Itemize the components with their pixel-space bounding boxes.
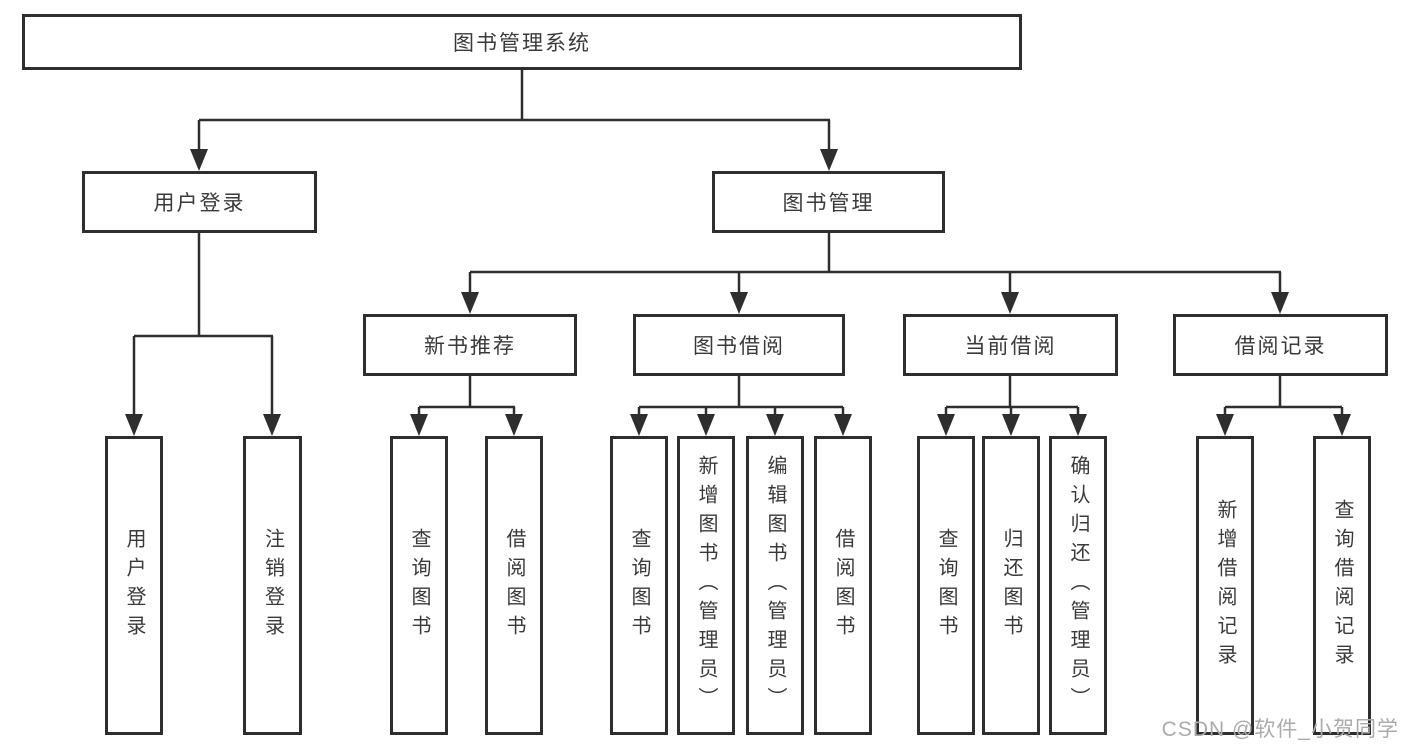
leaf-recommend-query-books: 查询图书 [390, 436, 448, 735]
node-borrow-records: 借阅记录 [1173, 314, 1388, 376]
leaf-add-books-admin: 新增图书（管理员） [677, 436, 735, 735]
node-new-book-recommend-label: 新书推荐 [424, 335, 516, 358]
node-user-login-label: 用户登录 [153, 192, 246, 215]
leaf-borrow-books: 借阅图书 [814, 436, 872, 735]
node-book-borrow: 图书借阅 [633, 314, 845, 376]
leaf-add-borrow-record-label: 新增借阅记录 [1214, 498, 1236, 673]
node-book-management: 图书管理 [712, 171, 945, 233]
leaf-return-books-label: 归还图书 [1000, 527, 1022, 644]
node-borrow-records-label: 借阅记录 [1234, 335, 1327, 358]
leaf-add-books-admin-label: 新增图书（管理员） [695, 455, 717, 716]
leaf-recommend-borrow-books-label: 借阅图书 [503, 527, 525, 644]
leaf-current-query-books-label: 查询图书 [935, 527, 957, 644]
leaf-add-borrow-record: 新增借阅记录 [1196, 436, 1254, 735]
leaf-recommend-borrow-books: 借阅图书 [485, 436, 543, 735]
leaf-user-login: 用户登录 [105, 436, 163, 735]
leaf-logout-label: 注销登录 [261, 527, 284, 644]
leaf-query-borrow-record-label: 查询借阅记录 [1331, 498, 1353, 673]
leaf-user-login-label: 用户登录 [123, 527, 145, 644]
node-new-book-recommend: 新书推荐 [363, 314, 577, 376]
node-root-label: 图书管理系统 [453, 32, 591, 55]
leaf-edit-books-admin: 编辑图书（管理员） [746, 436, 804, 735]
leaf-return-books: 归还图书 [982, 436, 1040, 735]
leaf-query-borrow-record: 查询借阅记录 [1313, 436, 1371, 735]
leaf-current-query-books: 查询图书 [917, 436, 975, 735]
node-book-management-label: 图书管理 [782, 192, 875, 215]
leaf-confirm-return-admin-label: 确认归还（管理员） [1067, 455, 1089, 716]
leaf-borrow-query-books-label: 查询图书 [628, 527, 650, 644]
leaf-borrow-query-books: 查询图书 [610, 436, 668, 735]
leaf-borrow-books-label: 借阅图书 [832, 527, 854, 644]
csdn-watermark: CSDN @软件_小贺同学 [1161, 718, 1399, 741]
node-user-login: 用户登录 [82, 171, 317, 233]
node-book-borrow-label: 图书借阅 [693, 335, 785, 358]
arrowheads [125, 149, 1351, 436]
leaf-edit-books-admin-label: 编辑图书（管理员） [764, 455, 786, 716]
node-root: 图书管理系统 [22, 14, 1022, 70]
node-current-borrow-label: 当前借阅 [964, 335, 1057, 358]
node-current-borrow: 当前借阅 [903, 314, 1118, 376]
leaf-recommend-query-books-label: 查询图书 [408, 527, 430, 644]
leaf-confirm-return-admin: 确认归还（管理员） [1049, 436, 1107, 735]
leaf-logout: 注销登录 [243, 436, 302, 735]
